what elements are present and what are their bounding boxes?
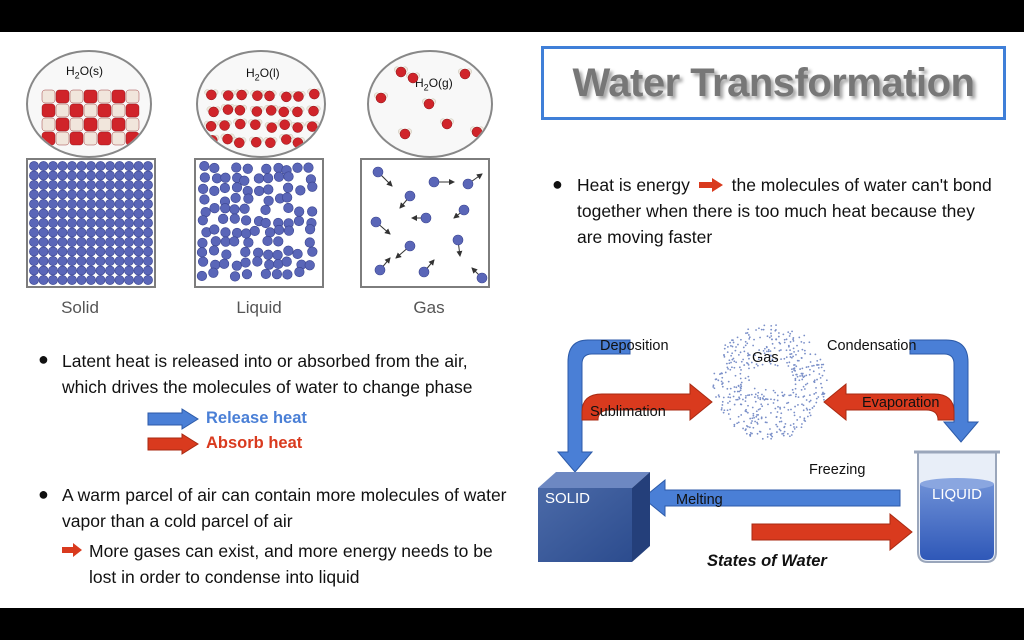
freezing-label: Freezing bbox=[809, 462, 866, 478]
release-heat-label: Release heat bbox=[206, 409, 307, 427]
molecules-bond-text: the molecules of water can't bond togeth… bbox=[577, 175, 992, 247]
evaporation-arrow bbox=[823, 382, 955, 422]
liquid-beaker bbox=[914, 450, 1000, 563]
solid-cube-label: SOLID bbox=[545, 490, 591, 507]
diagram-caption: States of Water bbox=[707, 552, 827, 570]
red-arrow-icon bbox=[147, 433, 199, 455]
solid-particles bbox=[29, 161, 153, 285]
liquid-molecule-ellipse: H2O(l) bbox=[196, 50, 326, 158]
gas-formula: H2O(g) bbox=[415, 76, 453, 93]
liquid-molecules-image bbox=[204, 88, 323, 149]
sublimation-arrow bbox=[581, 382, 713, 422]
gas-molecules-image bbox=[374, 66, 484, 140]
bullet-latent-heat: Latent heat is released into or absorbed… bbox=[62, 351, 473, 397]
gas-cloud-label: Gas bbox=[752, 350, 779, 366]
sublimation-label: Sublimation bbox=[590, 404, 666, 420]
liquid-formula: H2O(l) bbox=[246, 66, 280, 83]
bullet-dot: ● bbox=[38, 349, 49, 369]
blue-arrow-icon bbox=[147, 408, 199, 430]
solid-particle-box bbox=[26, 158, 156, 288]
bullet-dot: ● bbox=[552, 174, 563, 194]
freezing-arrow bbox=[642, 478, 901, 518]
heat-is-energy-text: Heat is energy bbox=[577, 175, 690, 195]
states-of-water-diagram bbox=[538, 324, 1000, 563]
melting-label: Melting bbox=[676, 492, 723, 508]
ice-lattice-image bbox=[41, 89, 140, 146]
solid-cube bbox=[538, 472, 650, 562]
red-arrow-icon bbox=[698, 178, 723, 192]
liquid-beaker-label: LIQUID bbox=[932, 486, 983, 503]
solid-formula: H2O(s) bbox=[66, 64, 104, 81]
solid-label: Solid bbox=[61, 298, 99, 317]
absorb-heat-label: Absorb heat bbox=[206, 434, 303, 452]
deposition-arrow bbox=[556, 339, 631, 473]
liquid-label: Liquid bbox=[236, 298, 282, 317]
gas-cloud bbox=[712, 324, 828, 440]
title-box: Water Transformation bbox=[541, 46, 1006, 120]
gas-particles bbox=[370, 166, 488, 284]
bullet-dot: ● bbox=[38, 484, 49, 504]
solid-molecule-ellipse: H2O(s) bbox=[26, 50, 152, 158]
liquid-particles bbox=[196, 160, 318, 282]
gas-molecule-ellipse: H2O(g) bbox=[367, 50, 493, 158]
condensation-label: Condensation bbox=[827, 338, 917, 354]
evaporation-label: Evaporation bbox=[862, 395, 940, 411]
red-arrow-icon bbox=[62, 543, 82, 557]
condensation-arrow bbox=[909, 339, 980, 443]
gas-label: Gas bbox=[413, 298, 445, 317]
bullet-warm-parcel: A warm parcel of air can contain more mo… bbox=[62, 485, 507, 531]
liquid-particle-box bbox=[194, 158, 324, 288]
sub-bullet-more-gases: More gases can exist, and more energy ne… bbox=[89, 541, 493, 587]
melting-arrow bbox=[751, 512, 913, 552]
deposition-label: Deposition bbox=[600, 338, 669, 354]
gas-particle-box bbox=[360, 158, 490, 288]
bullet-heat-is-energy: Heat is energy the molecules of water ca… bbox=[577, 172, 1002, 250]
page-title: Water Transformation bbox=[572, 60, 975, 105]
slide: H2O(s) H2O(l) H2O(g) bbox=[0, 32, 1024, 608]
